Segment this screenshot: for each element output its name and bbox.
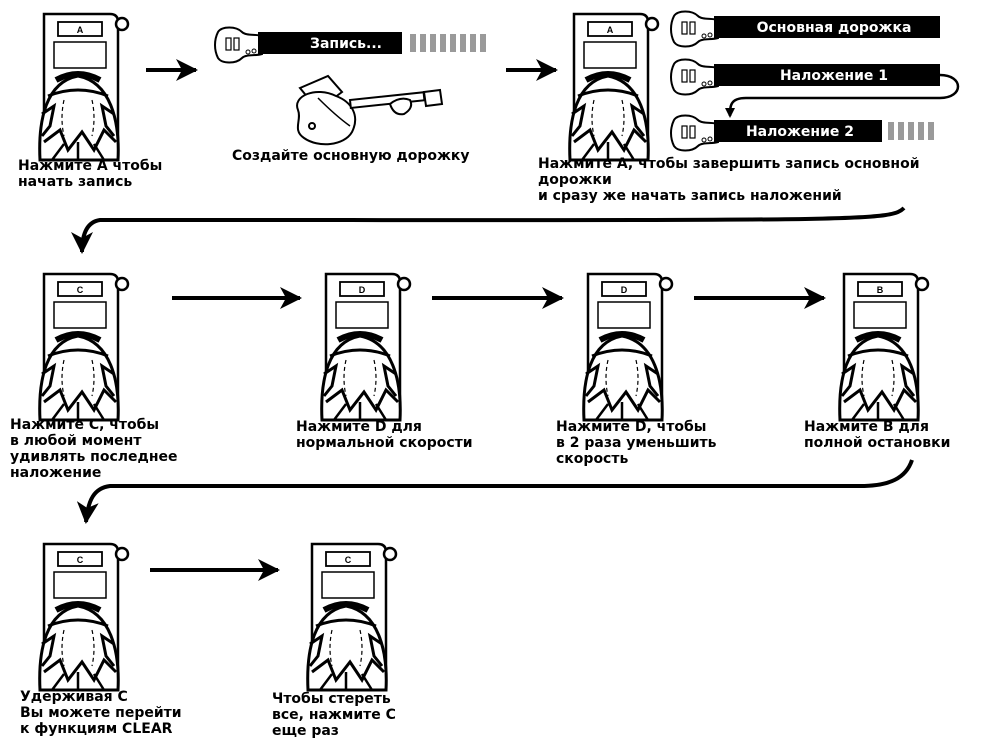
recording-track: Запись...	[214, 26, 486, 64]
step-4-caption: Нажмите C, чтобы в любой момент удивлять…	[10, 417, 178, 481]
overdub-connector	[725, 73, 960, 118]
step-6-caption: Нажмите D, чтобы в 2 раза уменьшить скор…	[556, 419, 717, 467]
step-8-caption: Удерживая C Вы можете перейти к функциям…	[20, 689, 182, 737]
recording-label: Запись...	[310, 36, 382, 52]
pedal-key-label: C	[77, 285, 84, 295]
pending-bars	[410, 34, 486, 52]
pedal-key-label: C	[345, 555, 352, 565]
step-7-caption: Нажмите B для полной остановки	[804, 419, 951, 451]
pedal-key-label: D	[621, 285, 628, 295]
overdub-1-track: Наложение 1	[670, 58, 940, 96]
pedal-step-7: B	[840, 274, 928, 420]
arrow-row-2-3	[76, 459, 914, 524]
overdub-2-label: Наложение 2	[746, 124, 854, 140]
arrow-row-1-2	[71, 206, 906, 254]
overdub-2-track: Наложение 2	[670, 114, 934, 152]
pedal-step-4: C	[40, 274, 128, 420]
pedal-key-label: A	[607, 25, 614, 35]
pedal-key-label: C	[77, 555, 84, 565]
pedal-key-label: B	[877, 285, 884, 295]
step-5-caption: Нажмите D для нормальной скорости	[296, 419, 473, 451]
step-1-caption: Нажмите A чтобы начать запись	[18, 158, 163, 190]
base-track-label: Основная дорожка	[757, 20, 912, 36]
overdub-1-label: Наложение 1	[780, 68, 888, 84]
pedal-step-1: A	[40, 14, 128, 160]
pedal-step-5: D	[322, 274, 410, 420]
step-9-caption: Чтобы стереть все, нажмите C еще раз	[272, 691, 396, 739]
pedal-key-label: A	[77, 25, 84, 35]
pending-bars	[888, 122, 934, 140]
pedal-key-label: D	[359, 285, 366, 295]
pedal-step-6: D	[584, 274, 672, 420]
pedal-step-3: A	[570, 14, 658, 160]
pedal-step-8: C	[40, 544, 128, 690]
guitar-player-illustration	[296, 74, 444, 146]
step-3-caption: Нажмите A, чтобы завершить запись основн…	[538, 156, 920, 204]
pedal-step-9: C	[308, 544, 396, 690]
step-2-caption: Создайте основную дорожку	[232, 148, 470, 164]
base-track: Основная дорожка	[670, 10, 940, 48]
